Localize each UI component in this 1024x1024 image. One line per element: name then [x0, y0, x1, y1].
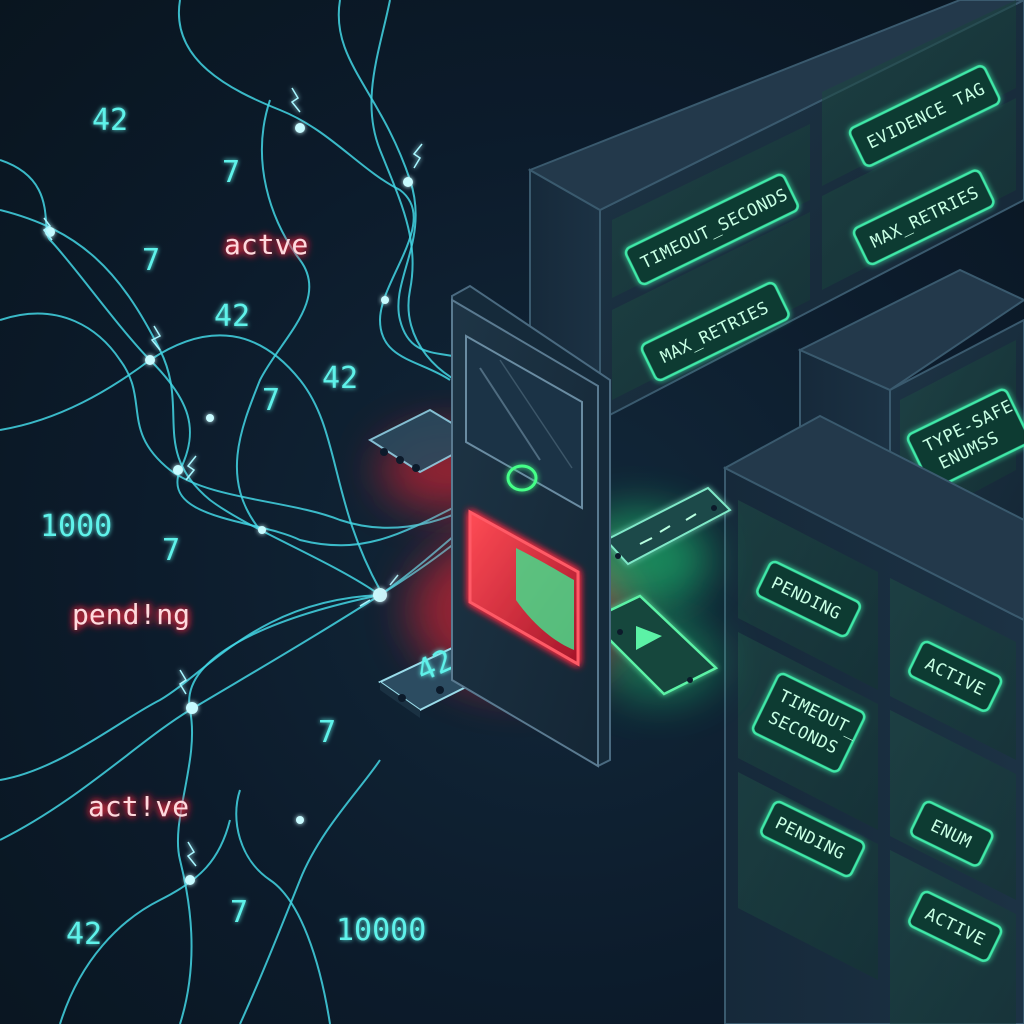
svg-text:actve: actve: [224, 228, 308, 261]
raw-value: 1000: [40, 509, 112, 544]
typo-string-2: pend!ng: [50, 598, 226, 638]
play-arrow-icon: [636, 626, 662, 650]
scattered-raw-values: 42 7 7 42 42 7 1000 7 7 42 7 10000: [40, 103, 426, 952]
enum-tag: ENUM: [910, 800, 994, 867]
raw-value: 7: [142, 243, 160, 278]
upper-enum-cabinet: TIMEOUT_SECONDS MAX_RETRIES EVIDENCE TAG…: [527, 0, 1024, 422]
raw-value: 42: [214, 299, 250, 334]
raw-value: 42: [92, 103, 128, 138]
raw-value: 7: [230, 895, 248, 930]
lower-enum-cabinet: PENDING ACTIVE TIMEOUT_ SECONDS PENDING …: [722, 414, 1024, 1024]
approved-conveyor-lower: [587, 594, 719, 696]
typo-string-1: actve: [206, 210, 334, 261]
malformed-strings: actve pend!ng act!ve: [50, 210, 334, 823]
raw-value: 42: [322, 361, 358, 396]
raw-value: 7: [162, 533, 180, 568]
raw-value: 7: [222, 155, 240, 190]
enum-tag: TYPE-SAFE ENUMSS: [906, 388, 1024, 490]
svg-text:act!ve: act!ve: [88, 790, 189, 823]
raw-value: 7: [262, 383, 280, 418]
typo-string-3: act!ve: [72, 768, 206, 823]
sensor-ring-icon: [506, 464, 538, 492]
svg-text:pend!ng: pend!ng: [72, 598, 190, 631]
raw-value: 7: [318, 715, 336, 750]
raw-value: 10000: [336, 913, 426, 948]
approved-conveyor-upper: [604, 486, 732, 566]
validator-gate: [451, 284, 611, 768]
raw-value: 42: [66, 917, 102, 952]
electric-sparks: [42, 87, 423, 885]
